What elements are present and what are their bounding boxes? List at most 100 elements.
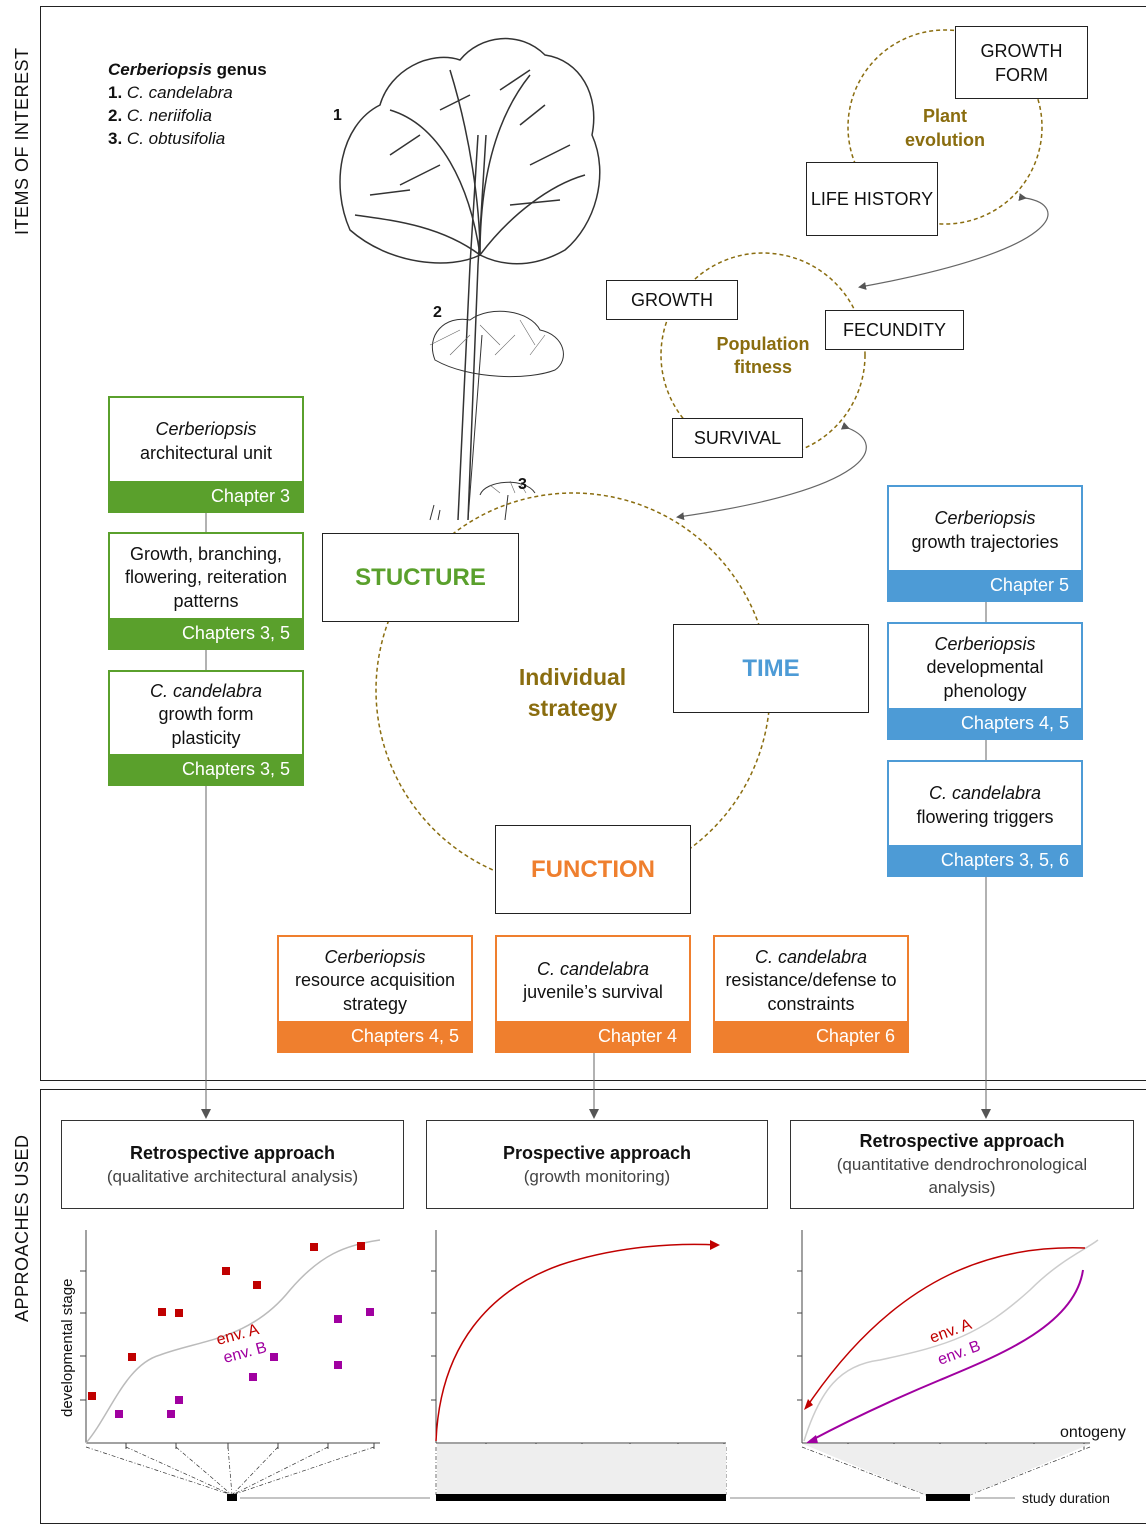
duration-bar-prospective xyxy=(436,1494,726,1501)
chapter-label: Chapter 3 xyxy=(110,481,302,511)
approach-subtitle: (growth monitoring) xyxy=(523,1166,671,1186)
card-text: resistance/defense to constraints xyxy=(725,970,897,1014)
ylabel: developmental stage xyxy=(59,1279,76,1417)
plot1-curve xyxy=(85,1239,381,1444)
card-text: growth trajectories xyxy=(911,531,1059,552)
species-list: Cerberiopsis genus 1. C. candelabra 2. C… xyxy=(108,58,267,150)
tree-number-1: 1 xyxy=(333,107,342,124)
function-box: FUNCTION xyxy=(495,825,691,914)
tree-number-2: 2 xyxy=(433,304,442,321)
env-b-point xyxy=(249,1373,257,1381)
function-card-2: C. candelabra juvenile’s survival Chapter… xyxy=(495,935,691,1053)
individual-strategy-label: Individual strategy xyxy=(518,664,627,721)
population-fitness-circle xyxy=(660,252,866,458)
card-italic: C. candelabra xyxy=(149,680,263,701)
approach-box-1: Retrospective approach (qualitative arch… xyxy=(61,1120,404,1209)
card-text: resource acquisition strategy xyxy=(294,970,456,1014)
card-text: architectural unit xyxy=(139,442,273,463)
genus-heading: Cerberiopsis genus xyxy=(108,60,267,79)
approach-title: Retrospective approach xyxy=(859,1131,1065,1151)
structure-card-1: Cerberiopsis architectural unit Chapter 3 xyxy=(108,396,304,513)
time-card-3: C. candelabra flowering triggers Chapters… xyxy=(887,760,1083,877)
approach-subtitle: (quantitative dendrochronological analys… xyxy=(836,1155,1088,1197)
chapter-label: Chapters 3, 5 xyxy=(110,618,302,648)
chapter-label: Chapters 4, 5 xyxy=(279,1021,471,1051)
structure-card-3: C. candelabra growth form plasticity Chap… xyxy=(108,670,304,786)
env-b-point xyxy=(366,1308,374,1316)
arrow-individual-to-population xyxy=(676,422,867,521)
env-a-point xyxy=(222,1267,230,1275)
card-text: developmental phenology xyxy=(926,657,1044,701)
env-a-point xyxy=(357,1242,365,1250)
card-italic: C. candelabra xyxy=(928,783,1042,803)
time-box: TIME xyxy=(673,624,869,713)
plot3-env-b-curve xyxy=(809,1269,1084,1442)
approach-box-2: Prospective approach (growth monitoring) xyxy=(426,1120,768,1209)
env-b-point xyxy=(270,1353,278,1361)
env-a-point xyxy=(253,1281,261,1289)
approach-subtitle: (qualitative architectural analysis) xyxy=(106,1166,359,1186)
species-item-3: 3. C. obtusifolia xyxy=(108,129,226,148)
plant-evolution-label: Plant evolution xyxy=(905,106,985,150)
population-fitness-label: Population fitness xyxy=(716,334,810,377)
env-b-point xyxy=(167,1410,175,1418)
card-text: flowering triggers xyxy=(916,806,1054,827)
env-a-point xyxy=(310,1243,318,1251)
card-italic: Cerberiopsis xyxy=(324,946,426,967)
chapter-label: Chapters 3, 5, 6 xyxy=(889,845,1081,875)
growth-box: GROWTH xyxy=(606,280,738,320)
species-item-2: 2. C. neriifolia xyxy=(108,106,212,125)
approach-plots: env. A env. B developmental stage env. A… xyxy=(59,1230,1126,1506)
connector-lines xyxy=(201,513,991,1119)
function-card-3: C. candelabra resistance/defense to const… xyxy=(713,935,909,1053)
approach-title: Retrospective approach xyxy=(129,1142,336,1163)
items-of-interest-frame xyxy=(40,6,1146,1081)
time-card-2: Cerberiopsis developmental phenology Chap… xyxy=(887,622,1083,740)
fecundity-box: FECUNDITY xyxy=(825,310,964,350)
tree-illustration xyxy=(339,37,601,521)
time-card-1: Cerberiopsis growth trajectories Chapter … xyxy=(887,485,1083,602)
card-italic: C. candelabra xyxy=(536,958,650,979)
function-card-1: Cerberiopsis resource acquisition strateg… xyxy=(277,935,473,1053)
chapter-label: Chapter 4 xyxy=(497,1021,689,1051)
env-a-point xyxy=(175,1309,183,1317)
plot3-study-window xyxy=(803,1444,1090,1495)
card-text: juvenile’s survival xyxy=(523,982,663,1002)
env-b-point xyxy=(334,1361,342,1369)
life-history-box: LIFE HISTORY xyxy=(806,162,938,236)
card-text: Growth, branching, flowering, reiteratio… xyxy=(124,543,288,611)
plot2-curve xyxy=(435,1243,719,1442)
tree-number-3: 3 xyxy=(518,476,527,493)
plot3-env-a-curve xyxy=(807,1247,1086,1406)
xlabel: ontogeny xyxy=(1060,1424,1126,1441)
survival-box: SURVIVAL xyxy=(672,418,803,458)
approach-title: Prospective approach xyxy=(502,1142,692,1163)
env-b-point xyxy=(334,1315,342,1323)
chapter-label: Chapters 3, 5 xyxy=(110,754,302,784)
card-text: growth form plasticity xyxy=(158,704,254,748)
env-a-point xyxy=(128,1353,136,1361)
card-italic: C. candelabra xyxy=(754,946,868,967)
growth-form-box: GROWTH FORM xyxy=(955,26,1088,99)
chapter-label: Chapter 5 xyxy=(889,570,1081,600)
species-item-1: 1. C. candelabra xyxy=(108,83,233,102)
duration-bar-retrospective-2 xyxy=(926,1494,970,1501)
study-duration-label: study duration xyxy=(1022,1490,1110,1506)
env-a-point xyxy=(88,1392,96,1400)
approach-box-3: Retrospective approach (quantitative den… xyxy=(790,1120,1134,1209)
plant-evolution-circle xyxy=(847,29,1043,225)
card-italic: Cerberiopsis xyxy=(934,633,1036,654)
plot2-study-window xyxy=(437,1444,726,1494)
env-a-point xyxy=(158,1308,166,1316)
structure-card-2: Growth, branching, flowering, reiteratio… xyxy=(108,532,304,650)
card-italic: Cerberiopsis xyxy=(155,419,257,439)
chapter-label: Chapters 4, 5 xyxy=(889,708,1081,738)
card-italic: Cerberiopsis xyxy=(934,508,1036,528)
duration-bar-retrospective-1 xyxy=(227,1494,237,1501)
plot3-grey-curve xyxy=(803,1239,1099,1442)
chapter-label: Chapter 6 xyxy=(715,1021,907,1051)
arrow-population-to-evolution xyxy=(858,193,1049,290)
structure-box: STUCTURE xyxy=(322,533,519,622)
env-b-point xyxy=(115,1410,123,1418)
env-b-point xyxy=(175,1396,183,1404)
